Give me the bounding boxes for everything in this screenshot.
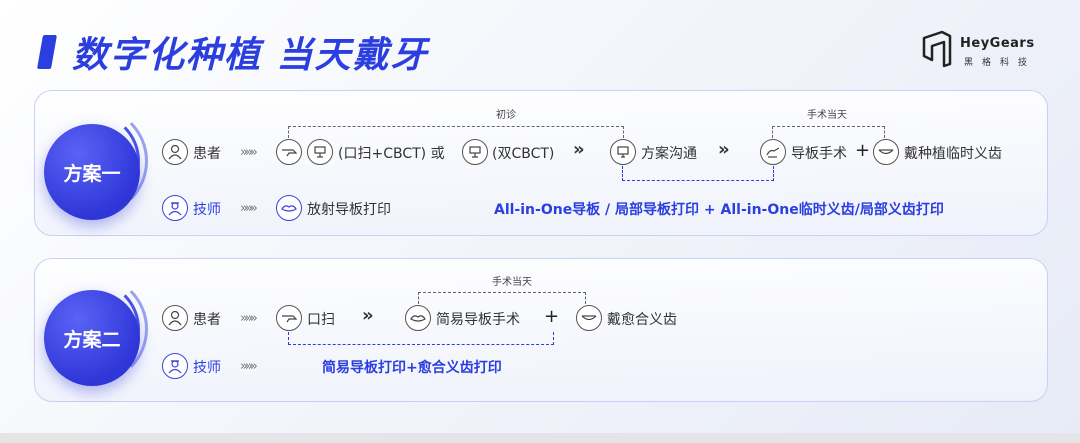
surgery-hand-icon [760,139,786,165]
plan1-tech-label: 技师 [193,202,221,218]
plan2-bracket-top [418,292,586,293]
plan1-bracket2-right [884,126,885,138]
guide-print-icon [276,195,302,221]
technician-icon-2 [162,353,188,379]
plan2-bracket-left [418,292,419,304]
arrows-icon: »»» [240,145,258,160]
arrows-icon-4: »»» [240,359,258,374]
plan1-patient-label: 患者 [193,146,221,162]
plan1-bracket1-left [288,126,289,138]
plan2-patient-label: 患者 [193,312,221,328]
plan2-bracket-label: 手术当天 [492,277,532,288]
technician-icon [162,195,188,221]
plan1-bracket1-label: 初诊 [496,110,516,121]
plan2-arc-outer [38,274,148,384]
title-accent-bar [37,35,57,69]
plan1-step-cbct: (双CBCT) [492,146,555,162]
logo-subtitle: 黑格科技 [964,58,1037,68]
guide-print-icon-2 [405,305,431,331]
double-arrow-icon-3: » [362,305,374,326]
cbct-icon-2 [462,139,488,165]
arrows-icon-2: »»» [240,201,258,216]
monitor-icon [610,139,636,165]
plan1-bracket2-left [772,126,773,138]
plan2-badge: 方案二 [44,290,140,386]
plan1-step-scan: (口扫+CBCT) 或 [338,146,445,162]
plan1-tech-step: 放射导板打印 [307,202,391,218]
plan1-bracket1-top [288,126,624,127]
plan1-step-surgery: 导板手术 [791,146,847,162]
denture-icon-2 [576,305,602,331]
plan1-badge: 方案一 [44,124,140,220]
plan2-link-bracket [288,332,554,345]
plan2-tech-output: 简易导板打印+愈合义齿打印 [322,360,502,376]
plan1-step-comm: 方案沟通 [641,146,697,162]
person-icon-2 [162,305,188,331]
plan2-panel [34,258,1048,402]
plan1-bracket2-label: 手术当天 [807,110,847,121]
arrows-icon-3: »»» [240,311,258,326]
plus-sign-2: + [544,306,560,327]
denture-icon [873,139,899,165]
page-title: 数字化种植 当天戴牙 [72,35,429,76]
double-arrow-icon: » [573,139,585,160]
plan2-step-surgery: 简易导板手术 [436,312,520,328]
plan1-step-wear: 戴种植临时义齿 [904,146,1002,162]
plan2-bracket-right [585,292,586,304]
intraoral-scanner-icon-2 [276,305,302,331]
plan1-bracket1-right [623,126,624,138]
plus-sign: + [855,140,871,161]
intraoral-scanner-icon [276,139,302,165]
plan1-tech-output: All-in-One导板 / 局部导板打印 + All-in-One临时义齿/局… [494,202,944,218]
plan2-tech-label: 技师 [193,360,221,376]
plan1-bracket2-top [772,126,885,127]
person-icon [162,139,188,165]
bottom-strip [0,433,1080,443]
logo-name: HeyGears [960,36,1035,51]
plan1-link-bracket [622,166,774,181]
plan1-arc-outer [38,106,148,216]
heygears-logo-icon [920,30,954,72]
double-arrow-icon-2: » [718,139,730,160]
plan2-step-wear: 戴愈合义齿 [607,312,677,328]
plan2-step-scan: 口扫 [307,312,335,328]
cbct-icon [307,139,333,165]
